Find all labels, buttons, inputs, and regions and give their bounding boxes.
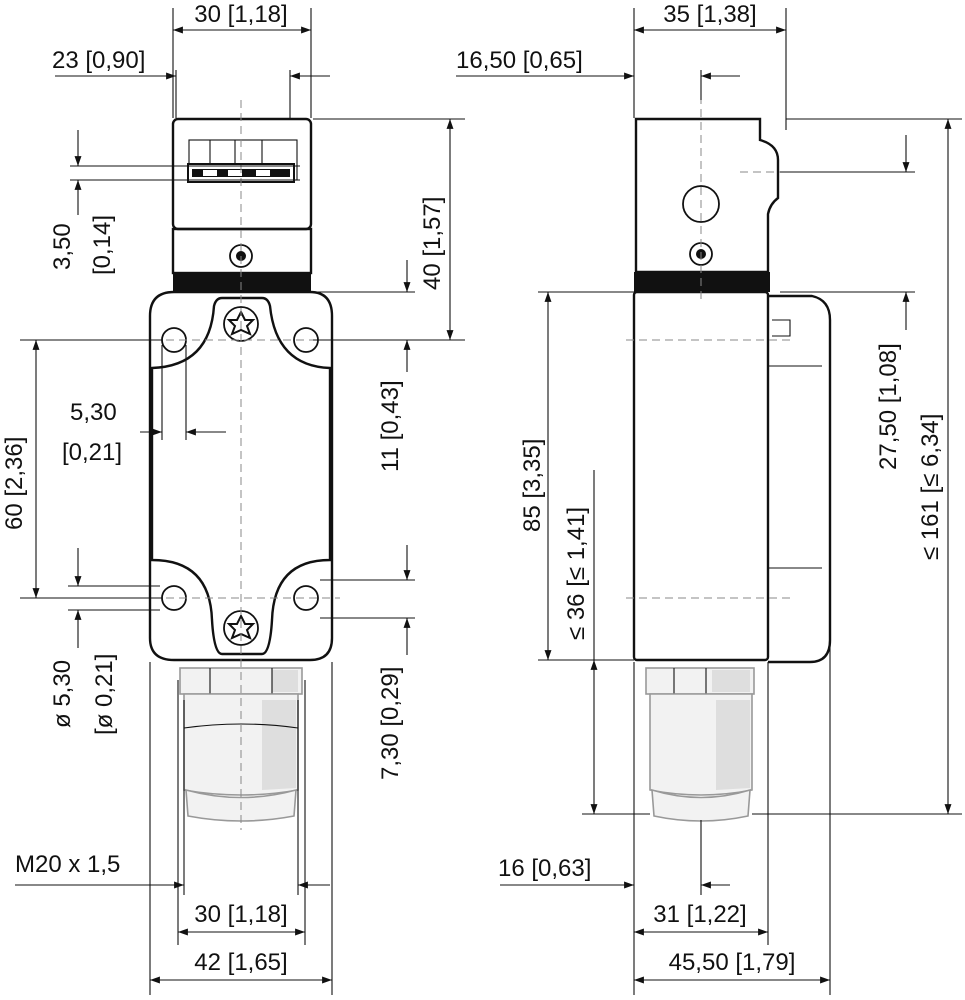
label-gland-height: ≤ 36 [≤ 1,41] — [563, 507, 590, 640]
front-dimensions — [15, 8, 465, 995]
label-total-height: ≤ 161 [≤ 6,34] — [917, 414, 944, 560]
label-body-height: 85 [3,35] — [519, 439, 546, 532]
side-housing — [626, 96, 832, 664]
label-head-height: 40 [1,57] — [419, 197, 446, 290]
label-actuator-height: 27,50 [1,08] — [875, 343, 902, 470]
label-thread: M20 x 1,5 — [15, 851, 120, 878]
label-bottom-offset: 16 [0,63] — [498, 855, 591, 882]
label-top-depth: 35 [1,38] — [663, 1, 756, 28]
label-base-depth: 31 [1,22] — [653, 901, 746, 928]
front-view: 30 [1,18] 23 [0,90] 3,50 [0,14] 40 [1,57… — [1, 1, 465, 995]
label-body-width: 42 [1,65] — [194, 949, 287, 976]
label-hole-spacing: 60 [2,36] — [1, 437, 28, 530]
label-top-width: 30 [1,18] — [194, 1, 287, 28]
front-housing — [140, 100, 340, 830]
label-hole-dia-b: [ø 0,21] — [91, 654, 118, 735]
front-actuator-head — [171, 117, 313, 292]
side-actuator-head — [634, 117, 780, 292]
side-view: 35 [1,38] 16,50 [0,65] 27,50 [1,08] ≤ 16… — [456, 1, 962, 995]
label-hole-dia-a: ø 5,30 — [49, 660, 76, 728]
label-slot-b: [0,14] — [89, 215, 116, 275]
label-slot-a: 3,50 — [49, 223, 76, 270]
label-gland-width: 30 [1,18] — [194, 901, 287, 928]
label-head-gap: 11 [0,43] — [377, 380, 404, 472]
side-cable-gland — [645, 667, 755, 822]
side-dimensions — [456, 8, 962, 995]
label-total-depth: 45,50 [1,79] — [669, 949, 796, 976]
label-hole-offset-a: 5,30 — [70, 399, 117, 426]
label-axis-offset: 16,50 [0,65] — [456, 47, 583, 74]
label-actuator-width: 23 [0,90] — [52, 47, 145, 74]
label-bottom-gap: 7,30 [0,29] — [377, 667, 404, 780]
label-hole-offset-b: [0,21] — [62, 439, 122, 466]
